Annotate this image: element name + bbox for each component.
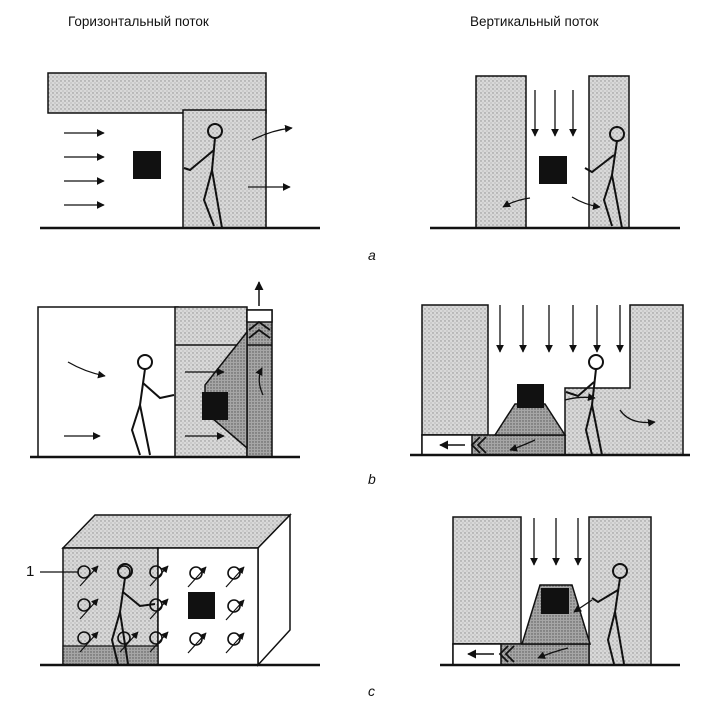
- panel-b-horizontal: [30, 281, 300, 459]
- air-flow-arrow-icon: [64, 361, 264, 440]
- header-vertical-flow: Вертикальный поток: [470, 14, 599, 29]
- panel-a-horizontal: [40, 72, 320, 230]
- object-square-icon: [188, 592, 215, 619]
- row-label-a: a: [368, 247, 376, 263]
- object-square-icon: [202, 392, 228, 420]
- filter-grille-icon: [470, 436, 487, 454]
- panel-c-vertical: [440, 516, 680, 667]
- air-flow-arrow-icon: [79, 565, 245, 654]
- person-icon: [130, 354, 175, 456]
- person-icon: [183, 123, 223, 229]
- floor-band: [62, 645, 159, 666]
- object-square-icon: [133, 151, 161, 179]
- room-space: [37, 306, 179, 458]
- row-label-c: c: [368, 683, 375, 699]
- air-flow-arrow-icon: [530, 518, 593, 659]
- left-wall: [452, 516, 522, 645]
- right-wall: [588, 75, 630, 229]
- panel-a-vertical: [430, 75, 680, 230]
- duct-cap: [246, 309, 273, 323]
- person-icon: [591, 563, 628, 665]
- person-icon: [110, 563, 156, 665]
- filter-grille-icon: [498, 645, 515, 663]
- person-icon: [584, 126, 625, 229]
- object-square-icon: [541, 588, 569, 614]
- exhaust-hood: [493, 403, 567, 436]
- callout-number-1: 1: [26, 563, 35, 580]
- left-wall: [475, 75, 527, 229]
- header-horizontal-flow: Горизонтальный поток: [68, 14, 209, 29]
- box-top: [61, 514, 292, 549]
- object-square-icon: [539, 156, 567, 184]
- filter-wall: [182, 109, 267, 229]
- air-flow-arrow-icon: [64, 124, 293, 209]
- panel-c-horizontal: [40, 513, 320, 667]
- air-flow-arrow-icon: [496, 305, 656, 452]
- object-square-icon: [517, 384, 544, 408]
- exhaust-hood: [520, 584, 592, 645]
- air-flow-arrow-icon: [502, 90, 601, 210]
- left-wall: [421, 304, 489, 436]
- row-label-b: b: [368, 471, 376, 487]
- right-wall: [564, 304, 684, 456]
- panel-b-vertical: [410, 304, 690, 457]
- ceiling-hood: [47, 72, 267, 114]
- person-icon: [565, 354, 604, 456]
